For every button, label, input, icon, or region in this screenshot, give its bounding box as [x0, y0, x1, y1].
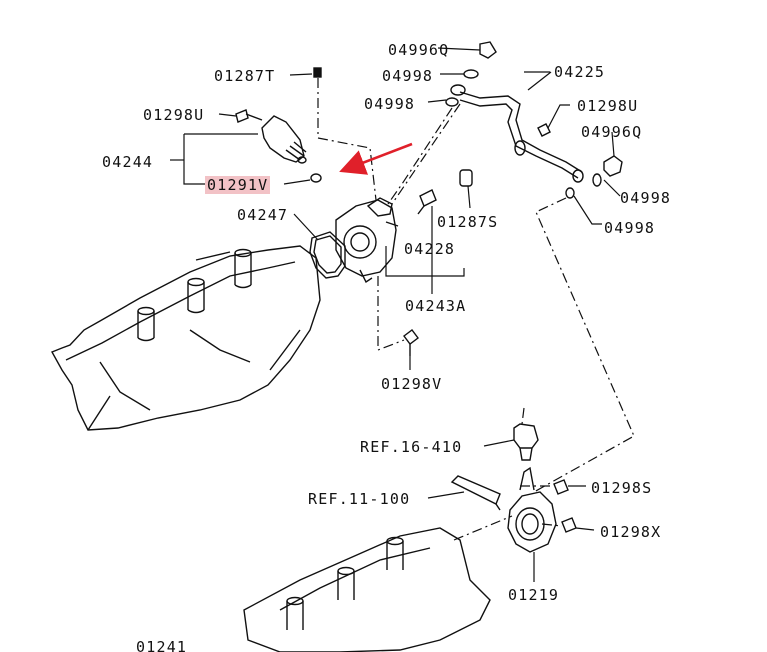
label-04225: 04225	[554, 63, 606, 81]
label-01291v-text: 01291V	[205, 176, 271, 194]
label-04243a: 04243A	[405, 297, 467, 315]
label-01298s: 01298S	[591, 479, 653, 497]
label-04998-a: 04998	[382, 67, 434, 85]
label-01298v: 01298V	[381, 375, 443, 393]
label-04998-d: 04998	[604, 219, 656, 237]
label-04996q-top: 04996Q	[388, 41, 450, 59]
lower-actuator-01219	[507, 466, 557, 553]
pipe-04225	[459, 91, 584, 183]
label-01298u-right: 01298U	[577, 97, 639, 115]
label-04996q-right: 04996Q	[581, 123, 643, 141]
label-04998-b: 04998	[364, 95, 416, 113]
label-04244: 04244	[102, 153, 154, 171]
highlight-arrow	[339, 142, 413, 175]
label-ref-16-410: REF.16-410	[360, 438, 463, 456]
label-01241: 01241	[136, 638, 188, 652]
label-01298x: 01298X	[600, 523, 662, 541]
label-01287s: 01287S	[437, 213, 499, 231]
o-ring-01291v	[310, 173, 322, 183]
cylinder-head-upper	[51, 245, 321, 431]
cylinder-block-lower	[243, 527, 491, 652]
label-01291v: 01291V	[205, 176, 271, 194]
gasket-04247	[309, 231, 346, 279]
label-04228: 04228	[404, 240, 456, 258]
label-04998-c: 04998	[620, 189, 672, 207]
label-01219: 01219	[508, 586, 560, 604]
label-01298u-left: 01298U	[143, 106, 205, 124]
label-ref-11-100: REF.11-100	[308, 490, 411, 508]
label-01287t: 01287T	[214, 67, 276, 85]
label-04247: 04247	[237, 206, 289, 224]
sensor-04244	[261, 115, 307, 164]
throttle-body-04243a	[335, 197, 399, 284]
